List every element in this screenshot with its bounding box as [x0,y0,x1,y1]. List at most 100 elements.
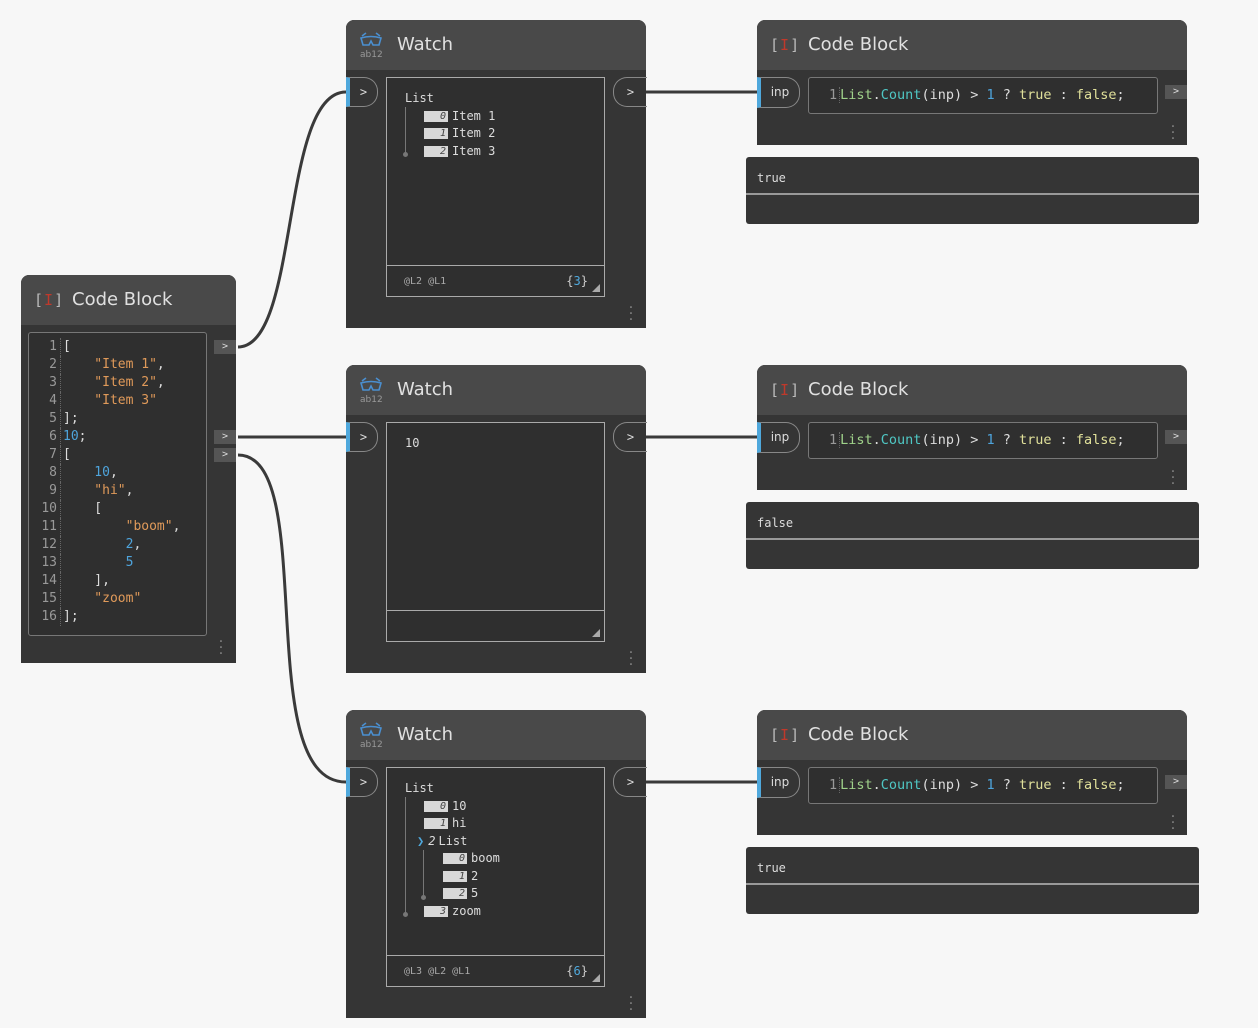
code-token: ; [1116,777,1125,793]
node-menu-icon[interactable]: ··· [1170,119,1176,147]
node-header[interactable]: [I] Code Block [21,275,236,325]
watch-display[interactable]: 10 [386,422,605,642]
expand-chevron-icon[interactable]: ❯ [417,833,425,848]
node-header[interactable]: ab12 Watch [346,710,646,760]
code-token: Count [880,777,922,793]
line-number: 15 [29,590,61,608]
code-token: ; [78,429,87,444]
code-token: ; [1116,87,1125,103]
tree-row: List [405,90,434,107]
watch-tree: 10 [387,423,604,603]
watch-icon: ab12 [359,722,383,750]
code-block-icon: [I] [770,36,801,54]
code-token: , [133,537,142,552]
output-port[interactable]: > [613,422,647,452]
code-line: 12 2, [29,536,206,554]
node-menu-icon[interactable]: ··· [628,990,634,1018]
tree-value: 10 [452,798,467,813]
node-header[interactable]: [I] Code Block [757,20,1187,70]
node-menu-icon[interactable]: ··· [1170,809,1176,837]
node-menu-icon[interactable]: ··· [1170,464,1176,492]
node-menu-icon[interactable]: ··· [628,300,634,328]
line-number: 2 [29,356,61,374]
code-block-icon: [I] [770,381,801,399]
tree-value: List [405,91,434,105]
node-title: Code Block [808,34,909,55]
output-port-3[interactable]: > [214,448,236,462]
input-port-inp[interactable]: inp [757,77,800,108]
code-token: ? [994,777,1019,793]
node-header[interactable]: [I]Code Block [757,365,1187,415]
index-badge: 0 [424,800,448,812]
line-number: 16 [29,608,61,626]
tree-row: 10 [405,435,419,452]
line-number: 13 [29,554,61,572]
code-token: "hi" [63,483,126,498]
wire-nested-to-watch3[interactable] [237,453,347,784]
input-port[interactable]: > [346,767,378,797]
output-port-1[interactable]: > [214,340,236,354]
node-title: Watch [397,724,454,745]
index-badge: 2 [424,145,448,157]
node-title: Code Block [808,724,909,745]
node-menu-icon[interactable]: ··· [218,634,224,662]
index-badge: 0 [424,110,448,122]
resize-handle-icon[interactable] [592,284,600,292]
wire-list-to-watch1[interactable] [237,90,347,349]
node-header[interactable]: [I]Code Block [757,710,1187,760]
output-port-2[interactable]: > [214,430,236,444]
count-open: { [566,964,574,978]
output-port[interactable]: > [613,767,647,797]
input-port-inp[interactable]: inp [757,422,800,453]
svg-text:ab12: ab12 [360,740,383,748]
output-port[interactable]: > [1165,775,1187,789]
preview-value: true [757,171,786,185]
resize-handle-icon[interactable] [592,974,600,982]
code-token: [ [63,501,103,516]
watch-footer [387,610,604,641]
input-port[interactable]: > [346,77,378,107]
node-menu-icon[interactable]: ··· [628,645,634,673]
resize-handle-icon[interactable] [592,629,600,637]
input-port-inp[interactable]: inp [757,767,800,798]
node-header[interactable]: ab12 Watch [346,20,646,70]
index-badge: 0 [443,853,467,864]
watch-icon: ab12 [359,32,383,60]
code-line: 8 10, [29,464,206,482]
preview-divider [746,883,1199,885]
code-token: 1 [986,777,995,793]
input-port[interactable]: > [346,422,378,452]
output-port[interactable]: > [613,77,647,107]
source-code-block-node[interactable]: [I] Code Block 1[2 "Item 1",3 "Item 2",4… [21,275,236,663]
preview-value: false [757,516,794,530]
output-port[interactable]: > [1165,430,1187,444]
output-port[interactable]: > [1165,85,1187,99]
index-badge: 2 [443,888,467,899]
code-token: , [156,375,165,390]
index-badge: 3 [424,905,448,917]
node-title: Watch [397,34,454,55]
code-token: ? [994,432,1019,448]
count-value: 6 [573,964,581,978]
